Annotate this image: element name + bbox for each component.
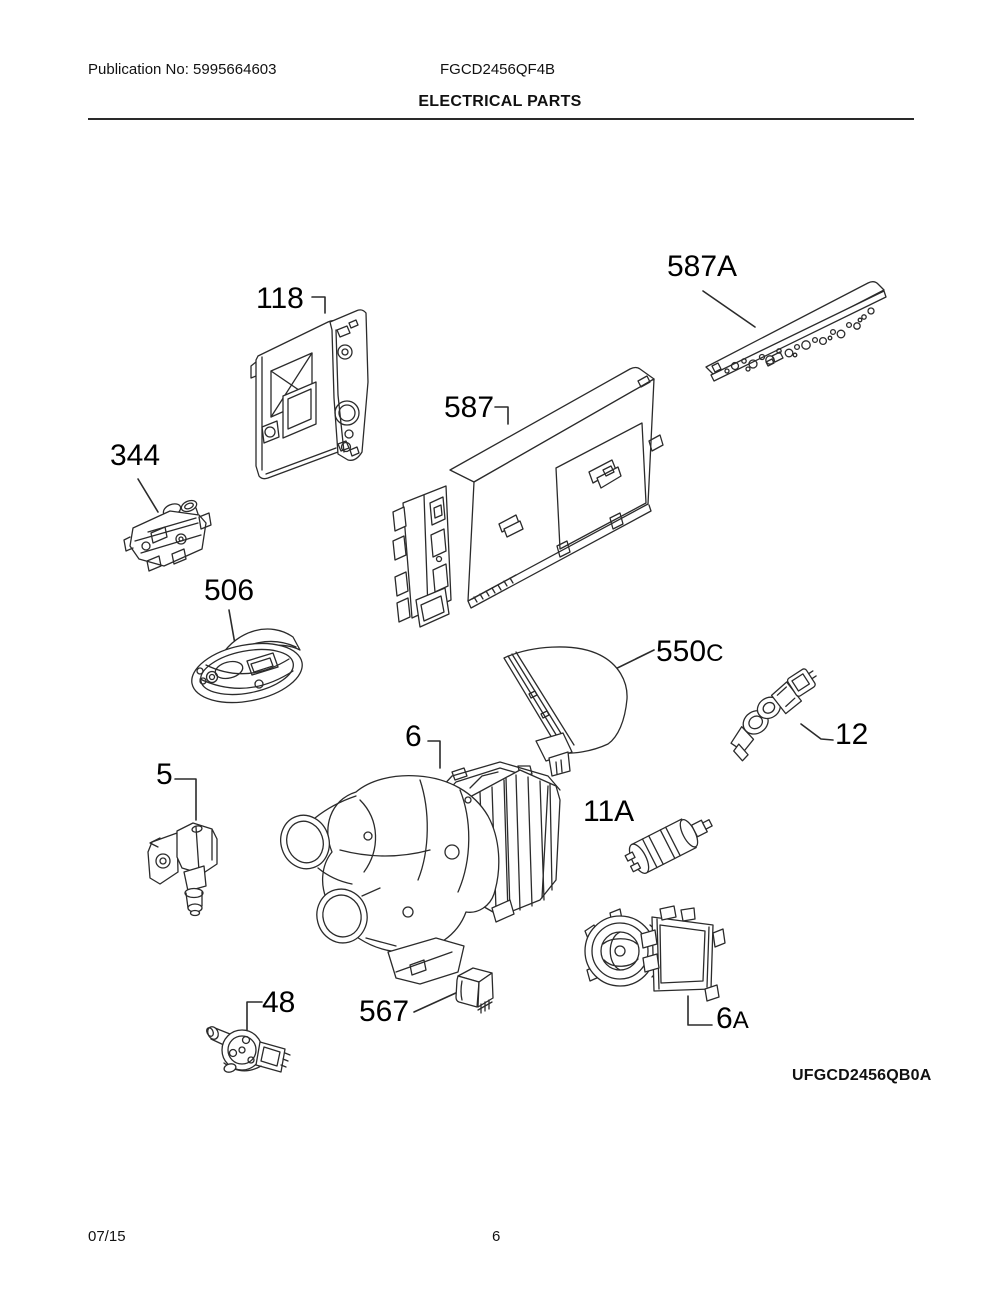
part-118-control-panel: [250, 309, 369, 480]
part-567-mounting-clip: [455, 967, 494, 1014]
part-5-inlet-valve: [147, 822, 218, 917]
part-48-turbidity-sensor: [206, 1026, 291, 1073]
header-rule: [88, 118, 914, 120]
callout-587a: 587A: [667, 250, 738, 283]
part-506-dispenser: [191, 628, 303, 704]
callout-567: 567: [359, 995, 410, 1028]
part-6a-drain-pump: [584, 905, 726, 1002]
footer-date: 07/15: [88, 1228, 126, 1245]
callout-12: 12: [835, 718, 869, 751]
callout-6a: 6A: [716, 1002, 749, 1035]
model-number: FGCD2456QF4B: [440, 61, 556, 78]
callout-11a: 11A: [583, 795, 635, 828]
part-344-door-latch: [123, 499, 212, 572]
callout-118: 118: [256, 282, 304, 315]
page-title: ELECTRICAL PARTS: [418, 93, 582, 110]
callout-587: 587: [444, 391, 495, 424]
part-11a-capacitor: [624, 818, 713, 874]
publication-number: Publication No: 5995664603: [88, 61, 277, 78]
callout-506: 506: [204, 574, 255, 607]
part-6-wash-pump-motor: [280, 761, 561, 985]
callout-550c: 550C: [656, 635, 724, 668]
callout-6: 6: [405, 720, 422, 753]
callout-5: 5: [156, 758, 173, 791]
part-587a-control-board: [705, 281, 887, 382]
callout-48: 48: [262, 986, 296, 1019]
diagram-reference-code: UFGCD2456QB0A: [792, 1067, 932, 1084]
footer-page-number: 6: [492, 1228, 501, 1245]
part-587-control-box: [392, 366, 664, 628]
part-550c-cover-panel: [503, 646, 628, 777]
part-12-switch: [730, 668, 817, 762]
callout-344: 344: [110, 439, 161, 472]
